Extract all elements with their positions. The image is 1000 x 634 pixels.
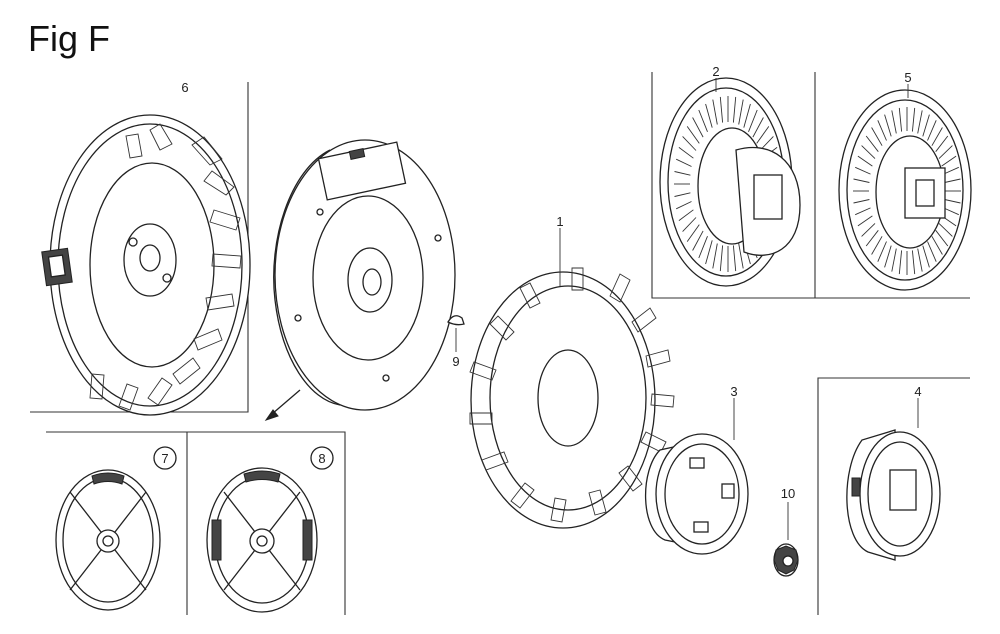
callout-9: 9 xyxy=(452,354,459,369)
ratchet-slot xyxy=(676,201,692,210)
ratchet-slot xyxy=(871,127,883,146)
ratchet-slot xyxy=(865,230,879,247)
frame-lines xyxy=(30,72,970,615)
ratchet-slot xyxy=(935,135,949,152)
ratchet-slot xyxy=(917,110,923,134)
ratchet-slot xyxy=(861,223,876,237)
ratchet-slot xyxy=(712,243,718,269)
ratchet-slot xyxy=(752,117,764,138)
ratchet-slot xyxy=(931,127,943,146)
ratchet-slot xyxy=(698,236,708,259)
ratchet-slot xyxy=(898,250,903,275)
ratchet-slot xyxy=(938,145,953,159)
callout-7-circle xyxy=(153,446,177,470)
flywheel-magnet-side xyxy=(273,139,456,411)
starter-ratchet-part-5 xyxy=(838,84,972,291)
ratchet-slot xyxy=(686,224,700,242)
ratchet-slot xyxy=(712,99,718,125)
ratchet-slot xyxy=(922,114,930,137)
ratchet-slot xyxy=(682,136,697,151)
ratchet-slot xyxy=(705,103,713,128)
callout-4: 4 xyxy=(914,384,921,399)
ratchet-slot xyxy=(674,171,691,176)
ratchet-slot xyxy=(922,245,930,268)
ratchet-slot xyxy=(743,103,751,128)
ratchet-slot xyxy=(911,107,916,132)
ratchet-slot xyxy=(678,147,694,159)
ratchet-slot xyxy=(898,107,903,132)
ratchet-slot xyxy=(676,158,692,167)
ratchet-slot xyxy=(917,248,923,272)
ratchet-slot xyxy=(857,215,873,227)
callout-1: 1 xyxy=(556,214,563,229)
ratchet-slot xyxy=(877,241,887,262)
callout-7: 7 xyxy=(161,451,168,466)
ratchet-slot xyxy=(692,117,704,138)
ratchet-slot xyxy=(943,207,959,216)
starter-pulley-part-3 xyxy=(644,398,749,555)
ratchet-slot xyxy=(738,99,744,125)
ratchet-slot xyxy=(719,245,724,272)
ratchet-slot xyxy=(686,126,700,144)
starter-ratchet-part-2 xyxy=(659,77,801,287)
ratchet-slot xyxy=(732,245,737,272)
ratchet-slot xyxy=(891,248,897,272)
ratchet-slot xyxy=(944,199,961,204)
ratchet-slot xyxy=(705,240,713,265)
ratchet-slot xyxy=(927,241,937,262)
ratchet-slot xyxy=(877,120,887,141)
ratchet-slot xyxy=(871,236,883,255)
ratchet-slot xyxy=(748,109,758,132)
ratchet-slot xyxy=(927,120,937,141)
callout-6: 6 xyxy=(181,80,188,95)
ratchet-slot xyxy=(698,109,708,132)
ratchet-slot xyxy=(941,155,957,167)
ratchet-slot xyxy=(944,178,961,183)
ratchet-slot xyxy=(692,230,704,251)
flange-nut-part-10 xyxy=(773,502,799,577)
flywheel-assembly-part-6 xyxy=(41,114,251,416)
ratchet-slot xyxy=(853,178,870,183)
ratchet-slot xyxy=(732,96,737,123)
ratchet-slot xyxy=(935,230,949,247)
ratchet-slot xyxy=(865,135,879,152)
ratchet-slot xyxy=(674,192,691,197)
ratchet-slot xyxy=(884,114,892,137)
ratchet-slot xyxy=(682,217,697,232)
ratchet-slot xyxy=(861,145,876,159)
callout-10: 10 xyxy=(781,486,795,501)
ratchet-slot xyxy=(911,250,916,275)
ratchet-slot xyxy=(719,96,724,123)
pointer-arrow xyxy=(264,389,301,421)
ratchet-slot xyxy=(884,245,892,268)
callout-2: 2 xyxy=(712,64,719,79)
callout-labels: 6 2 5 1 9 3 4 10 7 8 xyxy=(153,64,922,501)
ratchet-slot xyxy=(857,155,873,167)
rotor-detail-part-7 xyxy=(55,469,161,611)
starter-cup-part-4 xyxy=(846,398,941,561)
ratchet-slot xyxy=(678,209,694,221)
ratchet-slot xyxy=(855,207,871,216)
callout-8-circle xyxy=(310,446,334,470)
callout-5: 5 xyxy=(904,70,911,85)
ratchet-slot xyxy=(853,199,870,204)
ratchet-slot xyxy=(756,126,770,144)
ratchet-slot xyxy=(738,243,744,269)
callout-8: 8 xyxy=(318,451,325,466)
rotor-detail-part-8 xyxy=(206,467,318,613)
ratchet-slot xyxy=(943,166,959,175)
ratchet-slot xyxy=(891,110,897,134)
cooling-fan-part-1 xyxy=(469,228,675,529)
ratchet-slot xyxy=(938,223,953,237)
key-part-9 xyxy=(447,315,465,352)
callout-3: 3 xyxy=(730,384,737,399)
figure-title: Fig F xyxy=(28,18,111,59)
ratchet-slot xyxy=(855,166,871,175)
ratchet-slot xyxy=(931,236,943,255)
